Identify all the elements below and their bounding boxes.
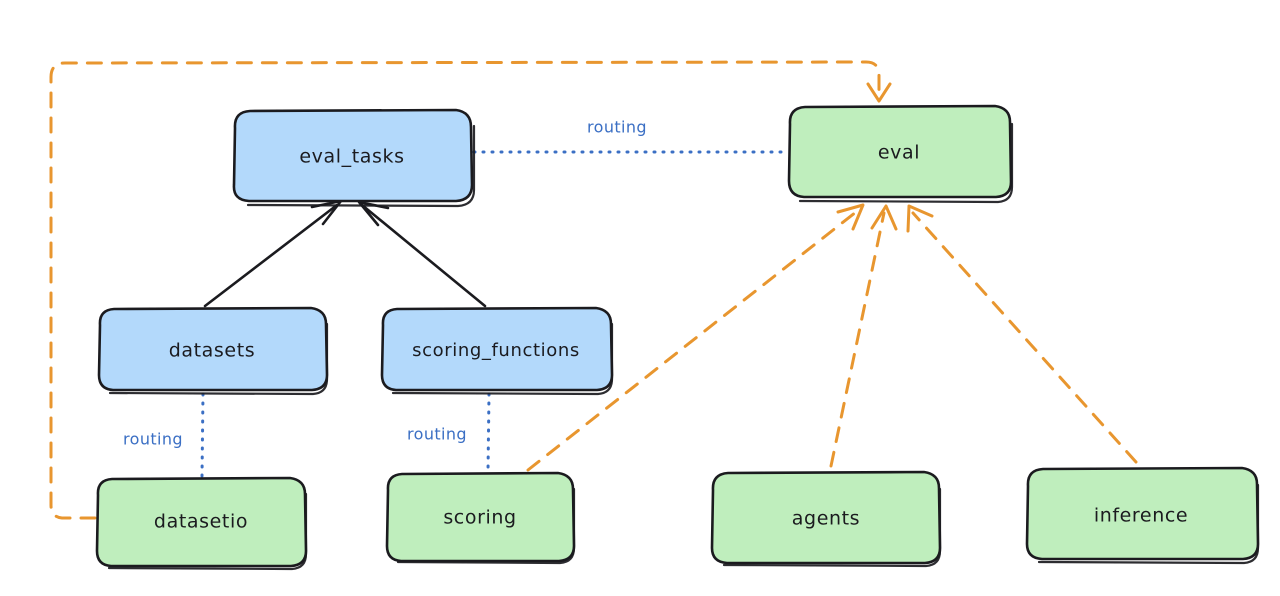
- node-datasets[interactable]: datasets: [97, 306, 329, 396]
- node-eval[interactable]: eval: [787, 104, 1014, 204]
- node-inference[interactable]: inference: [1025, 466, 1260, 565]
- node-inference-label: inference: [1094, 505, 1188, 527]
- label-backdrop: [108, 425, 200, 453]
- node-agents[interactable]: agents: [710, 470, 942, 568]
- edge-agents-to-eval: [829, 204, 898, 468]
- label-backdrop: [572, 113, 664, 141]
- node-datasetio[interactable]: datasetio: [95, 476, 308, 571]
- edge-scoring_functions-to-scoring: [486, 392, 491, 473]
- edge-datasetio-to-eval: [49, 60, 892, 520]
- edge-datasets-to-eval_tasks: [203, 199, 343, 308]
- node-datasets-label: datasets: [169, 340, 256, 362]
- node-eval_tasks-label: eval_tasks: [299, 146, 404, 168]
- node-scoring_functions[interactable]: scoring_functions: [380, 306, 614, 396]
- node-agents-label: agents: [792, 508, 860, 530]
- edge-scoring-to-eval: [526, 203, 865, 472]
- edge-datasets-to-datasetio: [200, 392, 205, 478]
- node-scoring-label: scoring: [443, 507, 516, 529]
- routing-label-text: routing: [407, 425, 467, 444]
- node-eval-label: eval: [878, 142, 920, 164]
- edge-label-routing-eval_tasks-eval: routing: [572, 113, 664, 141]
- edge-label-routing-scoring_functions-scoring: routing: [392, 420, 484, 448]
- routing-label-text: routing: [123, 430, 183, 449]
- routing-label-text: routing: [587, 118, 647, 137]
- node-datasetio-label: datasetio: [154, 511, 248, 533]
- edge-scoring_functions-to-eval_tasks: [357, 200, 487, 308]
- node-scoring_functions-label: scoring_functions: [412, 340, 580, 361]
- label-backdrop: [392, 420, 484, 448]
- node-scoring[interactable]: scoring: [385, 471, 576, 565]
- node-eval_tasks[interactable]: eval_tasks: [232, 108, 476, 208]
- edge-label-routing-datasets-datasetio: routing: [108, 425, 200, 453]
- edge-inference-to-eval: [906, 204, 1138, 464]
